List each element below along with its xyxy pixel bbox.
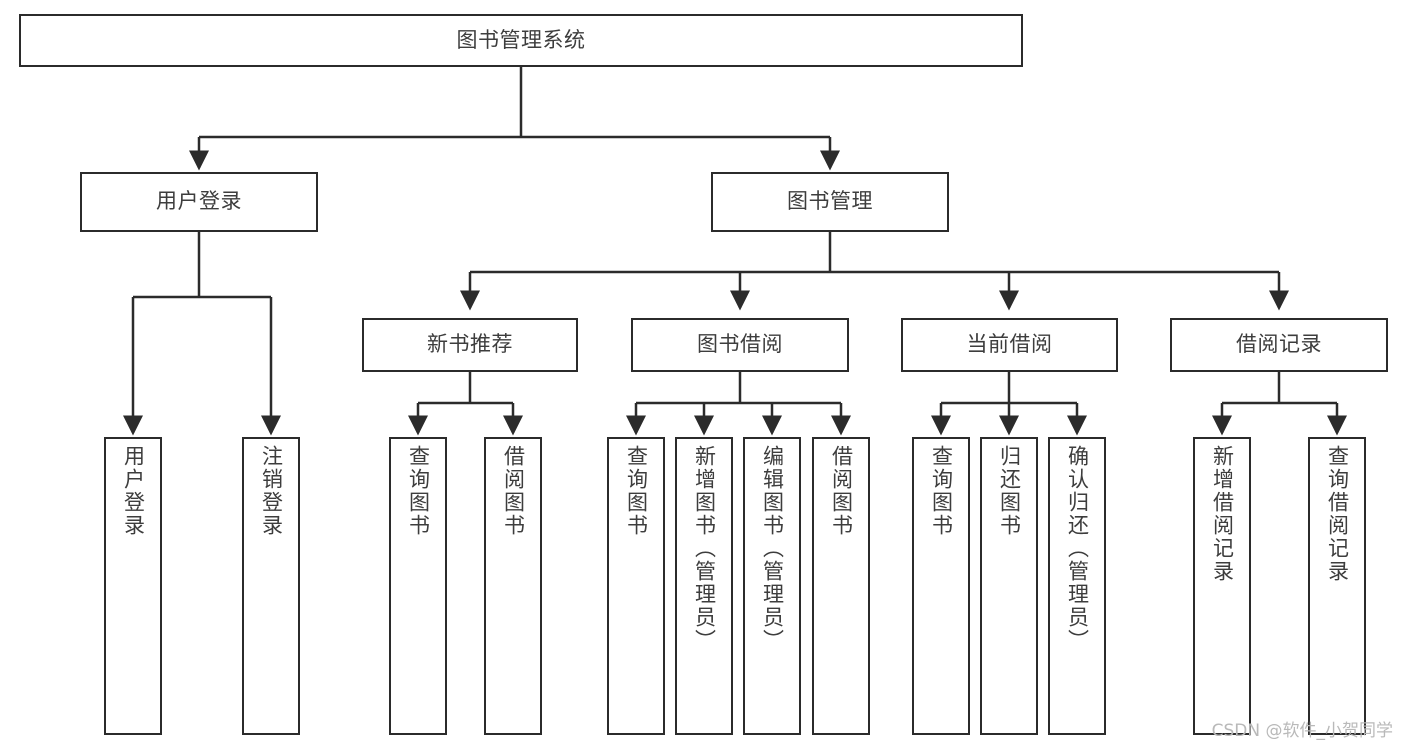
node-leaf-confirm-return[interactable]: 确认归还（管理员）	[1048, 437, 1106, 735]
node-leaf-query-book-2[interactable]: 查询图书	[607, 437, 665, 735]
node-leaf-add-book-label: 新增图书（管理员）	[692, 445, 717, 652]
csdn-watermark: CSDN @软件_小贺同学	[1211, 721, 1393, 741]
node-user-login-label: 用户登录	[156, 189, 242, 214]
node-user-login[interactable]: 用户登录	[80, 172, 318, 232]
node-leaf-add-book[interactable]: 新增图书（管理员）	[675, 437, 733, 735]
node-leaf-query-book-3[interactable]: 查询图书	[912, 437, 970, 735]
node-leaf-return-book-label: 归还图书	[997, 445, 1022, 537]
node-leaf-query-book-2-label: 查询图书	[624, 445, 649, 537]
node-leaf-logout-label: 注销登录	[259, 445, 284, 537]
node-current-borrow[interactable]: 当前借阅	[901, 318, 1118, 372]
node-leaf-add-record-label: 新增借阅记录	[1210, 445, 1235, 583]
node-leaf-borrow-book-1[interactable]: 借阅图书	[484, 437, 542, 735]
node-new-book-recommend-label: 新书推荐	[427, 332, 513, 357]
node-leaf-query-book-1-label: 查询图书	[406, 445, 431, 537]
node-leaf-user-login-label: 用户登录	[121, 445, 146, 537]
node-leaf-query-record-label: 查询借阅记录	[1325, 445, 1350, 583]
node-leaf-user-login[interactable]: 用户登录	[104, 437, 162, 735]
node-leaf-query-record[interactable]: 查询借阅记录	[1308, 437, 1366, 735]
node-leaf-query-book-3-label: 查询图书	[929, 445, 954, 537]
node-leaf-query-book-1[interactable]: 查询图书	[389, 437, 447, 735]
node-leaf-borrow-book-2[interactable]: 借阅图书	[812, 437, 870, 735]
node-book-borrow-label: 图书借阅	[697, 332, 783, 357]
node-leaf-logout[interactable]: 注销登录	[242, 437, 300, 735]
node-leaf-edit-book-label: 编辑图书（管理员）	[760, 445, 785, 652]
node-leaf-add-record[interactable]: 新增借阅记录	[1193, 437, 1251, 735]
node-leaf-confirm-return-label: 确认归还（管理员）	[1065, 445, 1090, 652]
node-root[interactable]: 图书管理系统	[19, 14, 1023, 67]
node-book-manage-label: 图书管理	[787, 189, 873, 214]
node-borrow-record[interactable]: 借阅记录	[1170, 318, 1388, 372]
node-leaf-return-book[interactable]: 归还图书	[980, 437, 1038, 735]
node-borrow-record-label: 借阅记录	[1236, 332, 1322, 357]
node-leaf-borrow-book-1-label: 借阅图书	[501, 445, 526, 537]
node-leaf-borrow-book-2-label: 借阅图书	[829, 445, 854, 537]
node-new-book-recommend[interactable]: 新书推荐	[362, 318, 578, 372]
node-leaf-edit-book[interactable]: 编辑图书（管理员）	[743, 437, 801, 735]
node-root-label: 图书管理系统	[456, 27, 586, 52]
node-book-manage[interactable]: 图书管理	[711, 172, 949, 232]
node-book-borrow[interactable]: 图书借阅	[631, 318, 849, 372]
node-current-borrow-label: 当前借阅	[966, 332, 1053, 357]
